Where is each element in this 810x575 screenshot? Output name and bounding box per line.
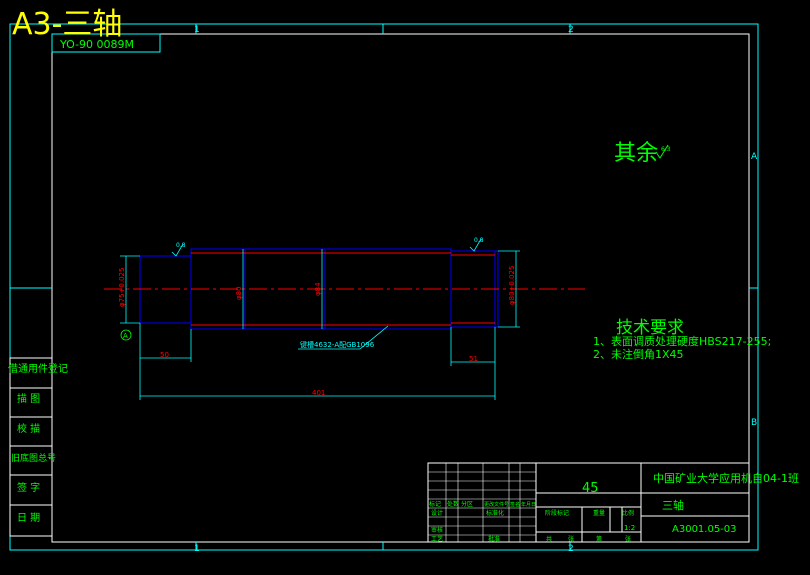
tb-label-zone: 分区	[461, 500, 473, 508]
tb-sheets-current: 第	[596, 535, 602, 543]
drawing-number-box	[51, 33, 161, 53]
left-panel-cell-6: 日 期	[17, 512, 40, 524]
tb-label-count: 处数	[447, 500, 459, 508]
datum-label: A	[123, 332, 128, 340]
tech-req-item-1: 1、表面调质处理硬度HBS217-255;	[593, 334, 771, 348]
roughness-symbol-general	[655, 144, 669, 159]
outer-border	[9, 23, 759, 551]
left-panel-cell-2: 描 图	[17, 392, 40, 405]
zone-letter-b: B	[751, 418, 757, 428]
tb-label-standard: 标准化	[486, 509, 504, 517]
inner-frame	[51, 33, 750, 543]
left-panel-cell-5: 签 字	[17, 481, 40, 494]
tb-school: 中国矿业大学应用机自04-1班	[653, 471, 799, 485]
tech-req-item-2: 2、未注倒角1X45	[593, 347, 684, 361]
zone-number-2-top: 2	[568, 25, 574, 35]
dim-dia-left: φ75+0.025	[118, 268, 126, 307]
left-panel-grid	[9, 357, 53, 537]
tb-scale-value: 1:2	[624, 524, 635, 532]
length-dims	[139, 323, 496, 400]
tb-weight-label: 重量	[593, 509, 605, 517]
title-block-left-grid	[428, 463, 536, 542]
sheet-title: A3-三轴	[12, 7, 123, 42]
tb-label-review: 审核	[431, 526, 443, 534]
tb-label-approve: 批准	[488, 535, 500, 543]
tb-scale-label: 比例	[622, 509, 634, 517]
left-panel-cell-4: 旧底图总号	[11, 452, 56, 464]
tb-drawing-code: A3001.05-03	[672, 524, 737, 535]
tb-part-name: 三轴	[662, 498, 684, 512]
tb-sheets-total: 共	[546, 535, 552, 543]
tb-label-mark: 标记	[429, 500, 441, 508]
keyway-leader-diag	[359, 325, 389, 350]
dim-dia-mid-left: φ80	[235, 286, 243, 300]
dim-dia-right: φ80+0.025	[508, 266, 516, 305]
tb-label-design: 设计	[431, 509, 443, 517]
diameter-dims	[120, 249, 520, 329]
tb-material: 45	[582, 481, 599, 496]
tb-sheets-current-unit: 张	[625, 535, 631, 543]
tb-stage-label: 阶段标记	[545, 509, 569, 517]
tech-req-heading: 技术要求	[616, 318, 684, 338]
roughness-symbol-right	[469, 238, 482, 252]
dim-left-shoulder: 50	[160, 351, 169, 359]
roughness-right-value: 0.8	[474, 237, 484, 244]
datum-circle	[120, 329, 132, 341]
roughness-symbol-left	[171, 243, 184, 257]
tb-label-change: 更改文件号	[484, 501, 509, 508]
zone-number-1-top: 1	[194, 25, 200, 35]
tb-label-sign: 签名	[510, 501, 520, 508]
left-panel-cell-1: 借通用件登记	[8, 362, 68, 375]
zone-marks	[10, 24, 758, 550]
surface-finish-label: 其余	[614, 141, 658, 166]
title-block-grid	[427, 462, 750, 543]
left-panel-cell-3: 校 描	[17, 422, 40, 435]
tb-label-date: 年月日	[521, 501, 536, 508]
drawing-number-text: YO-90 0089M	[59, 38, 134, 51]
dim-right-shoulder: 51	[469, 355, 478, 363]
roughness-left-value: 0.8	[176, 242, 186, 249]
zone-number-2-bottom: 2	[568, 544, 574, 554]
roughness-symbol-value: 6.3	[661, 146, 671, 153]
keyway-note: 键槽4632-A配GB1096	[300, 340, 375, 349]
zone-number-1-bottom: 1	[194, 544, 200, 554]
tb-label-process: 工艺	[431, 535, 443, 543]
dim-dia-mid: φ84	[314, 282, 322, 296]
shaft-red-lines	[191, 252, 495, 326]
dim-total: 401	[312, 389, 325, 397]
zone-letter-a: A	[751, 152, 758, 162]
tb-sheets-total-unit: 张	[568, 535, 574, 543]
